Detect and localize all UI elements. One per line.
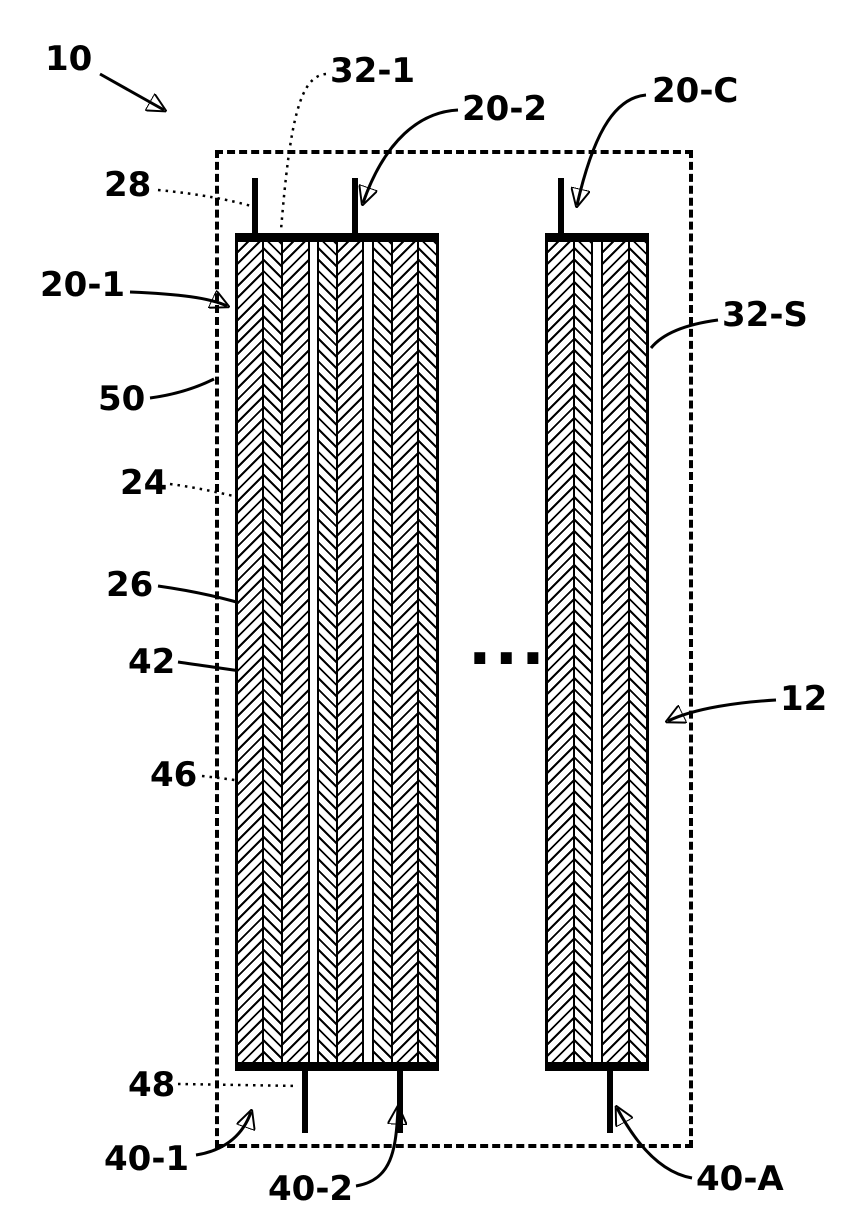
leader-50 — [149, 377, 215, 400]
terminal-lead-top-2 — [352, 178, 358, 235]
label-32-1: 32-1 — [330, 51, 416, 91]
label-46: 46 — [150, 755, 198, 795]
leader-20-2 — [363, 108, 459, 203]
separator-layer — [307, 242, 318, 1062]
separator-layer — [590, 242, 602, 1062]
terminal-lead-top-c — [558, 178, 564, 235]
leader-40-A — [617, 1108, 693, 1180]
leader-28 — [157, 188, 252, 208]
label-42: 42 — [128, 642, 176, 682]
leader-10 — [99, 72, 164, 110]
dashed-enclosure — [215, 150, 693, 1148]
leader-32-S — [649, 318, 719, 349]
ellipsis-dots: ... — [468, 606, 548, 679]
leader-40-2 — [355, 1108, 398, 1188]
label-48: 48 — [128, 1065, 176, 1105]
label-50: 50 — [98, 379, 146, 419]
hatch-layer — [627, 242, 646, 1062]
label-26: 26 — [106, 565, 154, 605]
leader-40-1 — [195, 1112, 251, 1157]
label-10: 10 — [45, 39, 93, 79]
leader-32-1 — [279, 72, 327, 231]
hatch-layer — [390, 242, 418, 1062]
hatch-layer — [572, 242, 591, 1062]
leader-48 — [177, 1082, 299, 1088]
hatch-layer — [336, 242, 363, 1062]
hatch-layer — [317, 242, 336, 1062]
hatch-layer — [238, 242, 263, 1062]
terminal-lead-bottom-1 — [302, 1069, 308, 1133]
leader-12 — [668, 698, 777, 721]
leader-20-1 — [129, 292, 227, 306]
leader-24 — [169, 482, 243, 500]
label-12: 12 — [780, 679, 828, 719]
label-40-A: 40-A — [696, 1159, 784, 1199]
hatch-layer — [281, 242, 308, 1062]
label-40-1: 40-1 — [104, 1139, 190, 1179]
hatch-layer — [262, 242, 282, 1062]
label-20-1: 20-1 — [40, 265, 126, 305]
label-40-2: 40-2 — [268, 1169, 354, 1209]
label-20-C: 20-C — [652, 71, 739, 111]
label-24: 24 — [120, 463, 168, 503]
separator-layer — [362, 242, 372, 1062]
label-28: 28 — [104, 165, 152, 205]
cell-stack-right — [545, 233, 649, 1071]
leader-20-C — [577, 93, 647, 205]
label-20-2: 20-2 — [462, 89, 548, 129]
cell-stack-left — [235, 233, 439, 1071]
hatch-layer — [371, 242, 391, 1062]
label-32-S: 32-S — [722, 295, 808, 335]
hatch-layer — [417, 242, 436, 1062]
hatch-layer — [601, 242, 628, 1062]
terminal-lead-bottom-2 — [397, 1069, 403, 1133]
terminal-lead-bottom-a — [607, 1069, 613, 1133]
terminal-lead-top-1 — [252, 178, 258, 235]
hatch-layer — [548, 242, 573, 1062]
